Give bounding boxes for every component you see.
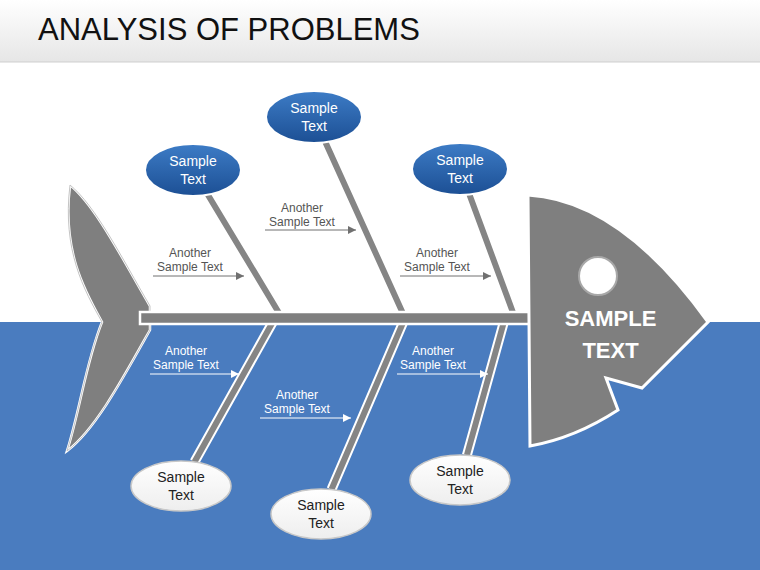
cause-arrow [265,230,356,231]
diagram-title: ANALYSIS OF PROBLEMS [38,12,420,48]
node-text: Sample Text [163,152,223,188]
cause-arrow [150,374,239,375]
node-outline [264,89,364,145]
bone-line [194,318,528,462]
cause-arrow [397,374,488,375]
cause-label: Another Sample Text [257,388,337,416]
title-bar [0,0,760,62]
node-outline [129,459,233,513]
node-outline [269,487,373,541]
bone-line [469,194,528,318]
cause-ellipse: Sample Text [408,453,512,507]
node-outline [410,141,510,197]
fish-tail-edge [67,185,150,451]
fish-bone [467,318,528,455]
bone-outline [208,195,528,318]
node-text-box: Sample Text [143,142,243,198]
node-text: Sample Text [284,99,344,135]
fish-spine [140,312,532,324]
cause-label: Another Sample Text [150,246,230,274]
bone-line [208,195,528,318]
fish-tail [67,185,150,451]
ellipse-shape [410,455,510,505]
cause-ellipse: Sample Text [269,487,373,541]
title-rule [0,62,760,63]
ellipse-shape [266,91,362,143]
node-text-box: Sample Text [410,141,510,197]
node-outline [143,142,243,198]
node-text-box: Sample Text [269,487,373,541]
fish-eye [579,257,617,295]
cause-ellipse: Sample Text [143,142,243,198]
cause-ellipse: Sample Text [264,89,364,145]
node-text-box: SAMPLE TEXT [553,303,668,367]
ellipse-shape [145,144,241,196]
cause-ellipse: Sample Text [129,459,233,513]
cause-arrow [260,418,351,419]
node-text: Sample Text [151,468,211,504]
cause-label: Another Sample Text [393,344,473,372]
node-text-box: Sample Text [408,453,512,507]
node-text: Sample Text [291,496,351,532]
fish-bone [208,195,528,318]
bone-outline [194,318,528,462]
node-text-box: Sample Text [129,459,233,513]
bone-line [467,318,528,455]
node-text: Sample Text [430,151,490,187]
cause-ellipse: Sample Text [410,141,510,197]
head-shape [528,195,708,446]
ellipse-shape [271,489,371,539]
node-text-box: Sample Text [264,89,364,145]
bone-outline [469,194,528,318]
ellipse-shape [131,461,231,511]
cause-label: Another Sample Text [397,246,477,274]
fish-head: SAMPLE TEXT [528,185,713,450]
cause-label: Another Sample Text [146,344,226,372]
bone-outline [467,318,528,455]
node-outline [408,453,512,507]
cause-arrow [400,276,491,277]
fish-bone [194,318,528,462]
cause-label: Another Sample Text [262,201,342,229]
node-text: SAMPLE TEXT [553,303,668,367]
ellipse-shape [412,143,508,195]
node-text: Sample Text [430,462,490,498]
fish-bone [469,194,528,318]
cause-arrow [153,276,244,277]
